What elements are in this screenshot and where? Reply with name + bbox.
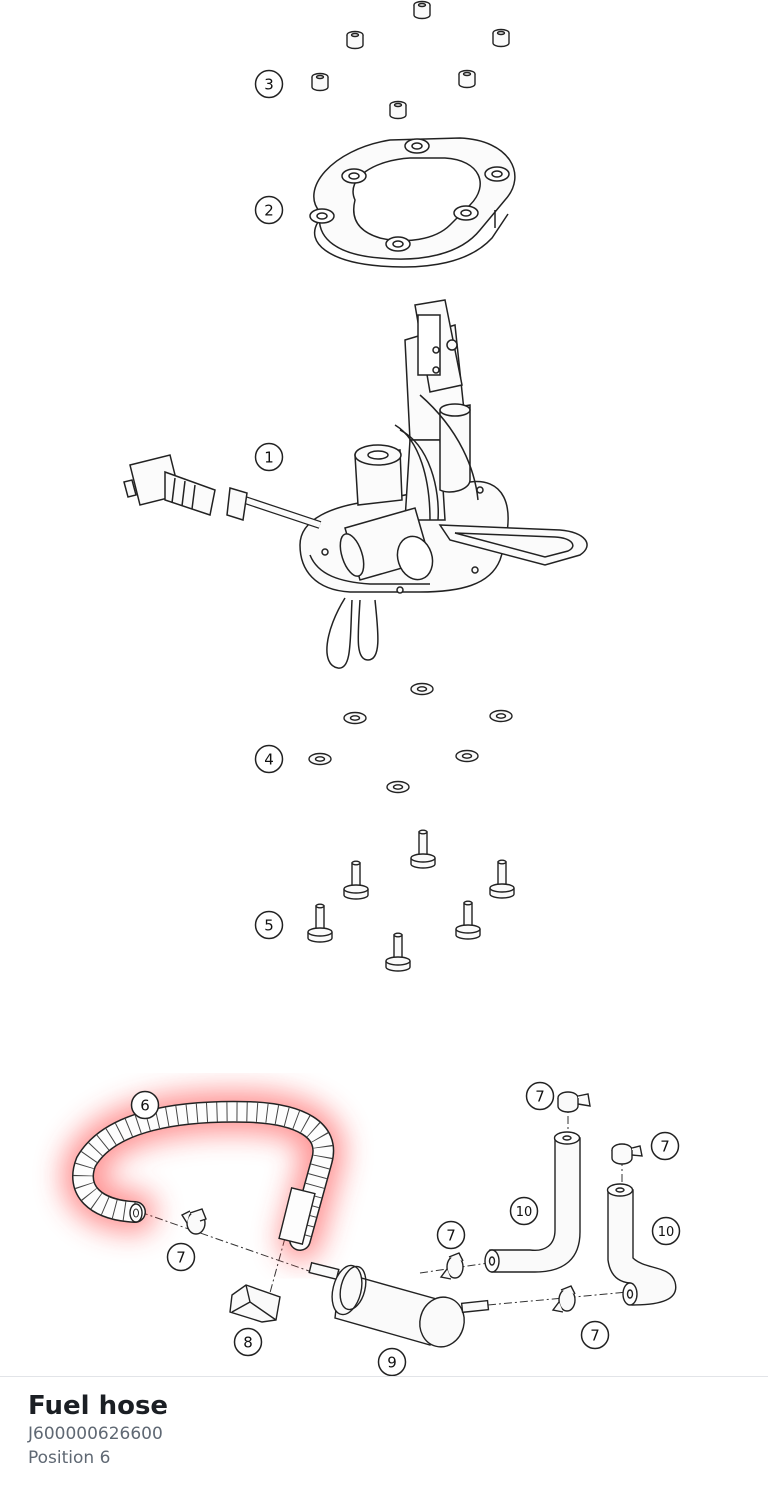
callout-7-upper[interactable]: 7 <box>525 1081 555 1111</box>
callout-10-right[interactable]: 10 <box>651 1216 681 1246</box>
callout-4[interactable]: 4 <box>254 744 284 774</box>
callout-7-upper-label: 7 <box>535 1088 545 1106</box>
callout-5-label: 5 <box>264 917 274 935</box>
callout-2[interactable]: 2 <box>254 195 284 225</box>
callout-5[interactable]: 5 <box>254 910 284 940</box>
callout-7-lower-label: 7 <box>590 1327 600 1345</box>
exploded-parts-diagram: 3 2 1 4 5 6 7 7 7 7 7 8 <box>62 0 681 1376</box>
callout-2-label: 2 <box>264 202 274 220</box>
callout-1-label: 1 <box>264 449 274 467</box>
callout-7-right-label: 7 <box>660 1138 670 1156</box>
callout-6-label: 6 <box>140 1097 150 1115</box>
callout-9[interactable]: 9 <box>377 1347 407 1376</box>
part-name: Fuel hose <box>28 1391 169 1421</box>
hose-clamps-part-7[interactable] <box>180 1091 643 1313</box>
gasket-part-2[interactable] <box>309 137 516 268</box>
panel-divider <box>0 1376 768 1377</box>
callout-10-right-label: 10 <box>658 1225 675 1240</box>
hose-clip-part-8[interactable] <box>229 1284 281 1323</box>
elbow-hoses-part-10[interactable] <box>484 1131 677 1306</box>
fuel-filter-part-9[interactable] <box>308 1261 490 1351</box>
callout-7-lower[interactable]: 7 <box>580 1320 610 1350</box>
callout-7-right[interactable]: 7 <box>650 1131 680 1161</box>
callout-9-label: 9 <box>387 1354 397 1372</box>
callout-10-left[interactable]: 10 <box>509 1196 539 1226</box>
callout-7-filter-inlet[interactable]: 7 <box>436 1220 466 1250</box>
callout-7-filter-inlet-label: 7 <box>446 1227 456 1245</box>
part-number: J600000626600 <box>28 1424 163 1444</box>
part-info-panel: Fuel hose J600000626600 Position 6 <box>28 1390 168 1470</box>
fuel-hose-part-6[interactable] <box>62 1090 345 1261</box>
washers-part-4[interactable] <box>308 682 513 794</box>
callout-1[interactable]: 1 <box>254 442 284 472</box>
spacers-part-3[interactable] <box>311 0 510 120</box>
screws-part-5[interactable] <box>307 829 515 972</box>
callout-8-label: 8 <box>243 1334 253 1352</box>
part-position: Position 6 <box>28 1448 111 1468</box>
callout-4-label: 4 <box>264 751 274 769</box>
callout-10-left-label: 10 <box>516 1205 533 1220</box>
callout-3[interactable]: 3 <box>254 69 284 99</box>
fuel-pump-assembly-part-1[interactable] <box>123 299 588 669</box>
callout-3-label: 3 <box>264 76 274 94</box>
callout-7-left-label: 7 <box>176 1249 186 1267</box>
callout-6[interactable]: 6 <box>130 1090 160 1120</box>
callout-7-left[interactable]: 7 <box>166 1242 196 1272</box>
callout-8[interactable]: 8 <box>233 1327 263 1357</box>
